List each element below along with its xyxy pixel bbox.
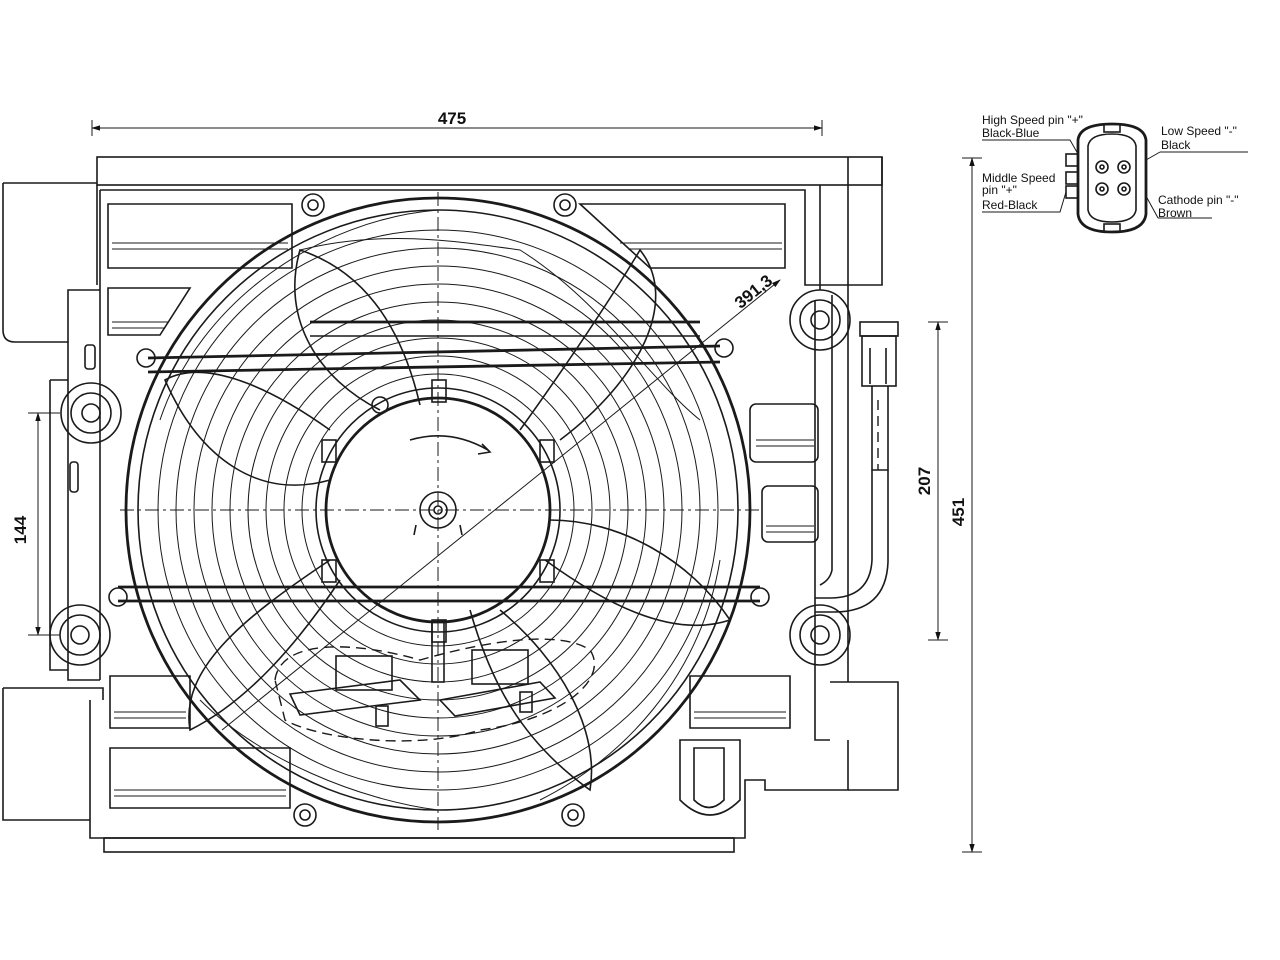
cable-harness — [815, 295, 899, 613]
middle-speed-pin-label-2: pin "+" — [982, 183, 1017, 197]
dim-overall-height: 451 — [949, 157, 982, 853]
dim-overall-width: 475 — [91, 109, 823, 136]
high-speed-wire-label: Black-Blue — [982, 126, 1040, 140]
dim-overall-width-label: 475 — [438, 109, 466, 128]
shroud-frame — [2, 156, 899, 853]
high-speed-pin-label: High Speed pin "+" — [982, 113, 1083, 127]
lower-switch-harness — [274, 621, 596, 742]
fan-struts — [108, 320, 770, 607]
cathode-wire-label: Brown — [1158, 206, 1192, 220]
dim-mount-spacing: 144 — [11, 412, 60, 636]
low-speed-pin-label: Low Speed "-" — [1161, 124, 1237, 138]
connector-pinout: High Speed pin "+" Black-Blue Low Speed … — [982, 113, 1248, 234]
dim-bracket-spacing: 207 — [915, 321, 948, 641]
low-speed-wire-label: Black — [1161, 138, 1191, 152]
dim-overall-height-label: 451 — [949, 498, 968, 526]
middle-speed-pin-label: Middle Speed — [982, 171, 1055, 185]
dim-fan-diameter-label: 391,3 — [731, 271, 776, 313]
dim-bracket-spacing-label: 207 — [915, 467, 934, 495]
center-lines — [120, 192, 760, 830]
middle-speed-wire-label: Red-Black — [982, 198, 1038, 212]
fan-blades — [159, 209, 732, 811]
mounting-bosses — [49, 193, 851, 827]
cathode-pin-label: Cathode pin "-" — [1158, 193, 1239, 207]
dim-mount-spacing-label: 144 — [11, 515, 30, 544]
